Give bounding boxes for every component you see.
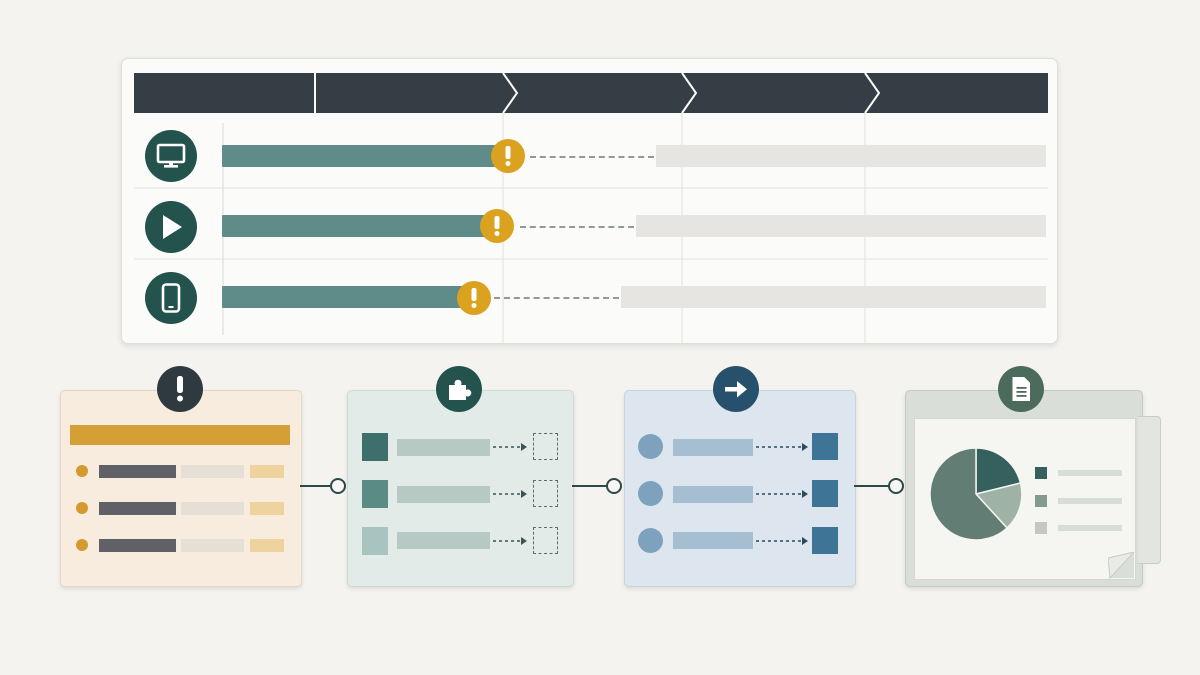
play-icon [145,201,197,253]
document-icon [998,366,1044,412]
route-source [638,528,663,553]
connector-line [572,485,608,487]
connector-node [888,478,904,494]
progress-bar [222,215,486,237]
pending-bar [636,215,1046,237]
legend-swatch [1035,467,1047,479]
pending-bar [656,145,1046,167]
header-chevron [681,72,698,114]
route-bar [673,486,753,503]
source-block [362,480,388,508]
progress-bar [222,145,506,167]
route-bar [673,532,753,549]
puzzle-icon [436,366,482,412]
legend-swatch [1035,495,1047,507]
legend-line [1058,498,1122,504]
list-item-detail [181,502,244,515]
warning-icon [480,209,514,243]
connector-node [330,478,346,494]
warning-icon [457,281,491,315]
page-curl [1108,552,1135,580]
target-slot [533,480,558,507]
list-bullet [76,465,88,477]
list-bullet [76,502,88,514]
mapping-bar [397,439,490,456]
connector-line [300,485,332,487]
mapping-arrow [493,537,527,545]
list-bullet [76,539,88,551]
list-item-tag [250,465,284,478]
list-item-tag [250,539,284,552]
connector-line [854,485,890,487]
header-band [134,73,1048,113]
route-arrow [756,443,808,451]
list-item-tag [250,502,284,515]
arrow-right-icon [713,366,759,412]
dependency-line [494,297,619,299]
warning-icon [491,139,525,173]
pie-chart-icon [929,447,1023,541]
list-item-detail [181,465,244,478]
dependency-line [520,226,634,228]
alert-icon [157,366,203,412]
route-bar [673,439,753,456]
route-target [812,433,838,460]
route-arrow [756,537,808,545]
monitor-icon [145,130,197,182]
list-item [99,502,176,515]
route-source [638,434,663,459]
route-source [638,481,663,506]
route-arrow [756,490,808,498]
legend-line [1058,525,1122,531]
mapping-bar [397,532,490,549]
list-item [99,465,176,478]
header-chevron [864,72,881,114]
header-chevron [502,72,519,114]
mapping-bar [397,486,490,503]
issue-header-bar [70,425,290,445]
route-target [812,480,838,507]
dependency-line [530,156,654,158]
route-target [812,527,838,554]
report-page-tab [1138,416,1161,564]
legend-swatch [1035,522,1047,534]
source-block [362,433,388,461]
mobile-icon [145,272,197,324]
mapping-arrow [493,490,527,498]
target-slot [533,433,558,460]
list-item-detail [181,539,244,552]
legend-line [1058,470,1122,476]
list-item [99,539,176,552]
mapping-arrow [493,443,527,451]
target-slot [533,527,558,554]
pending-bar [621,286,1046,308]
stage-card-issue [60,390,302,587]
source-block [362,527,388,555]
progress-bar [222,286,466,308]
connector-node [606,478,622,494]
